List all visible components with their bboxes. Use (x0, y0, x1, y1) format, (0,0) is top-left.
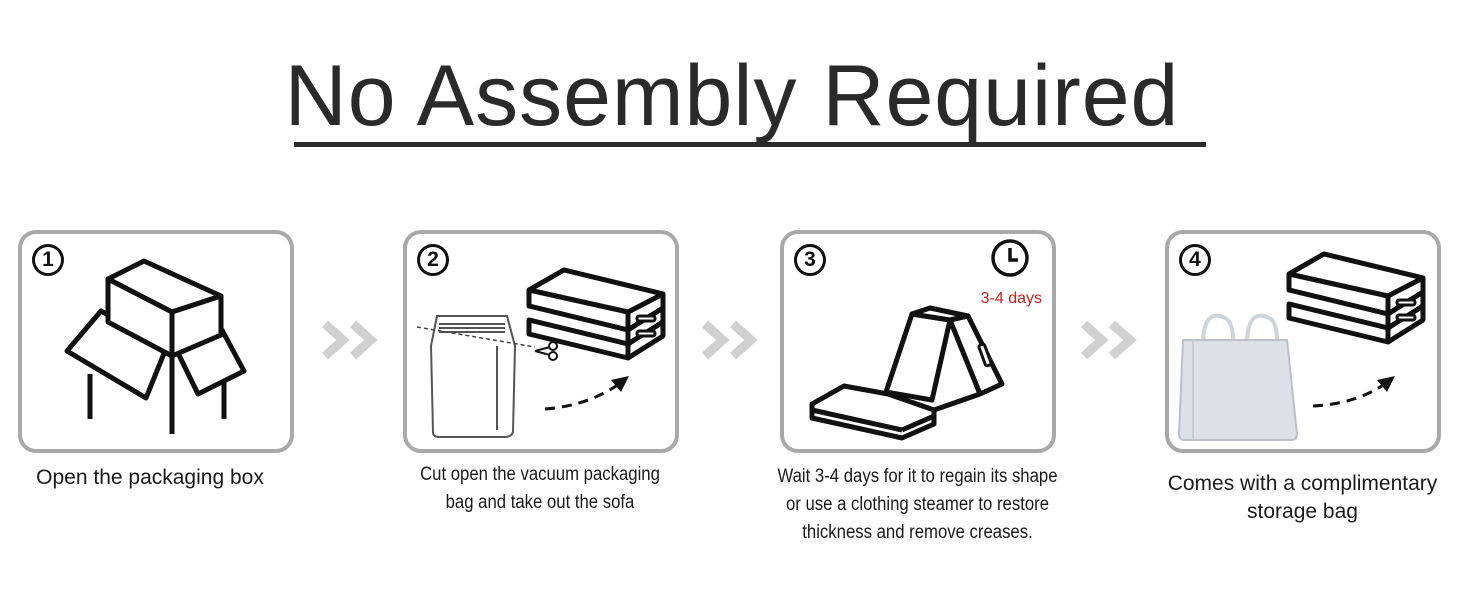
step-1-number: 1 (32, 244, 64, 276)
folded-sofa-icon (526, 267, 666, 361)
step-3-number: 3 (794, 244, 826, 276)
step-2-panel: 2 (403, 230, 679, 453)
unfolding-sofa-icon (809, 305, 1005, 441)
chevron-double-right-icon (699, 318, 763, 367)
open-box-icon (64, 258, 247, 434)
curved-arrow-icon (1312, 376, 1395, 408)
step-4-caption: Comes with a complimentary storage bag (1167, 472, 1438, 523)
chevron-double-right-icon (1078, 318, 1142, 367)
clock-icon (991, 239, 1029, 277)
storage-bag-icon (1177, 313, 1299, 441)
step-4-panel: 4 (1165, 230, 1441, 453)
page-title: No Assembly Required (284, 48, 1180, 144)
curved-arrow-icon (544, 376, 629, 411)
vacuum-bag-icon (429, 315, 517, 438)
scissors-icon (534, 341, 558, 361)
folded-sofa-icon (1286, 251, 1426, 345)
title-underline (294, 142, 1206, 147)
duration-badge: 3-4 days (980, 290, 1042, 307)
step-1-panel: 1 (18, 230, 294, 453)
step-3-caption: Wait 3-4 days for it to regain its shape… (777, 466, 1058, 543)
step-2-caption: Cut open the vacuum packaging bag and ta… (420, 464, 660, 513)
step-3-panel: 3 3-4 days (780, 230, 1056, 453)
step-1-caption: Open the packaging box (36, 466, 264, 489)
step-4-number: 4 (1179, 244, 1211, 276)
step-2-number: 2 (417, 244, 449, 276)
chevron-double-right-icon (319, 318, 383, 367)
